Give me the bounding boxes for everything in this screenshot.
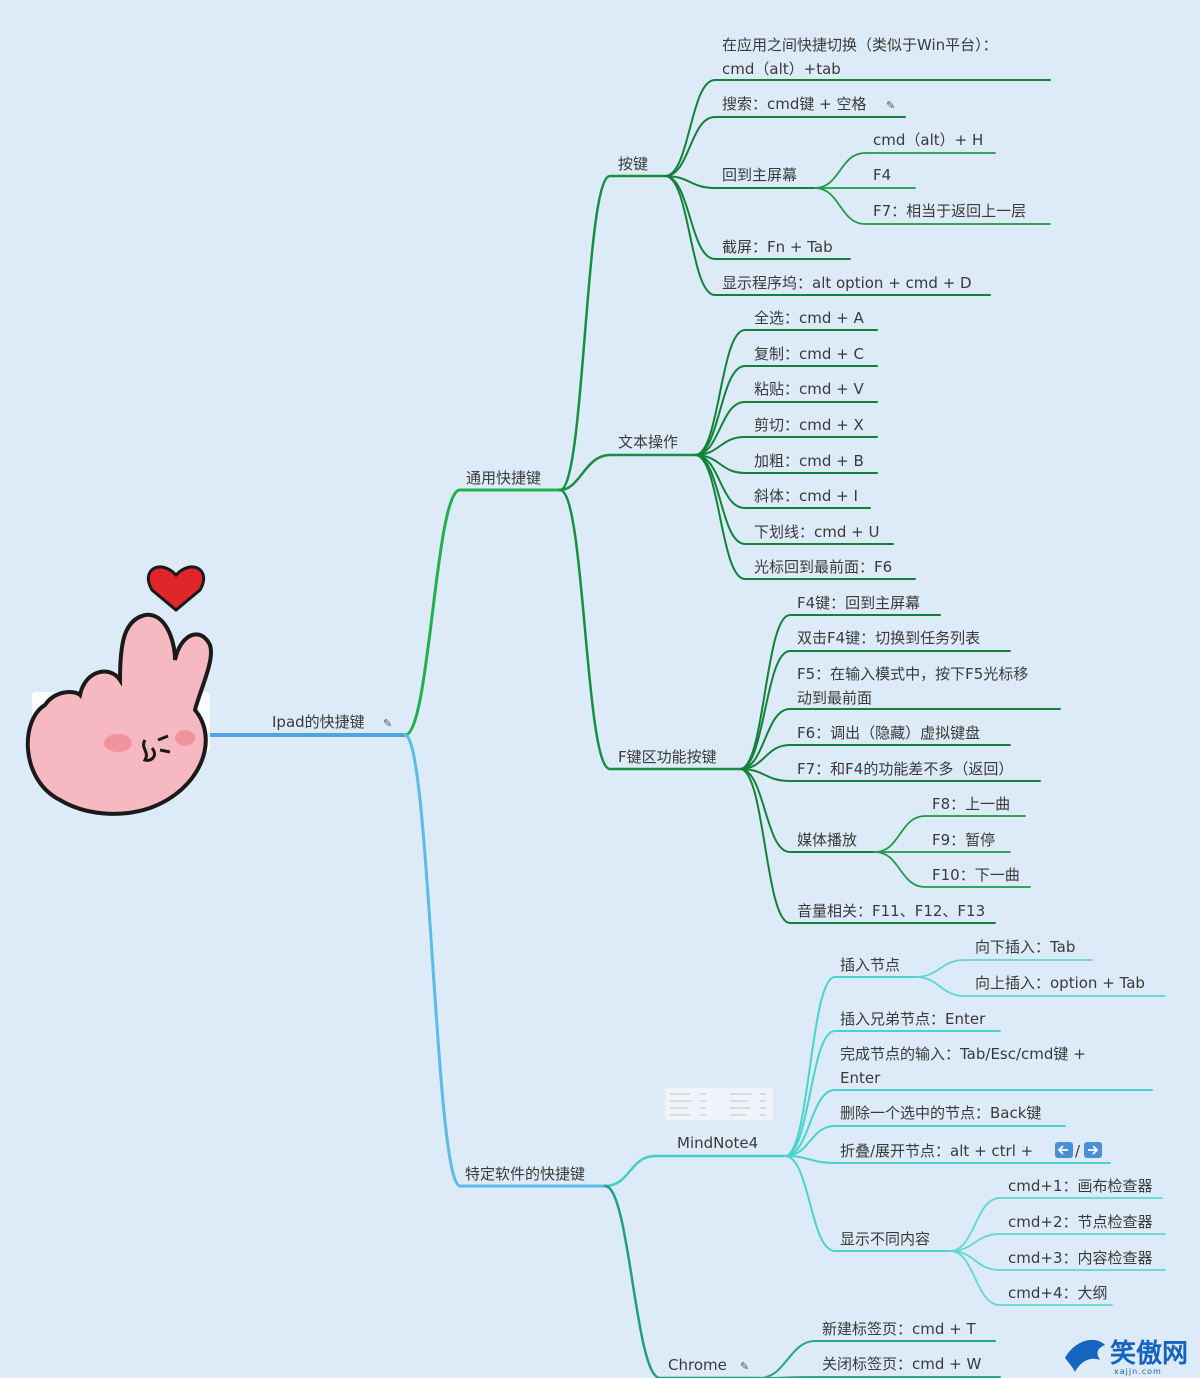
keys-label[interactable]: 按键 (618, 155, 648, 173)
text-op-item: 光标回到最前面：F6 (754, 558, 892, 576)
home-item: F4 (873, 166, 891, 184)
chrome-item: 关闭标签页：cmd + W (822, 1355, 981, 1373)
shark-logo-icon (1065, 1340, 1105, 1372)
fkey-item: F4键：回到主屏幕 (797, 594, 920, 612)
fkey-item: 双击F4键：切换到任务列表 (797, 629, 980, 647)
fold-item: 折叠/展开节点：alt + ctrl + (840, 1142, 1033, 1160)
root-label[interactable]: Ipad的快捷键 (272, 713, 365, 731)
display-item: cmd+2：节点检查器 (1008, 1213, 1153, 1231)
home-item: cmd（alt）+ H (873, 131, 983, 149)
chrome-item: 新建标签页：cmd + T (822, 1320, 976, 1338)
display-item: cmd+1：画布检查器 (1008, 1177, 1153, 1195)
note-icon: ✎ (886, 99, 895, 112)
text-op-item: 剪切：cmd + X (754, 416, 864, 434)
specific-label[interactable]: 特定软件的快捷键 (465, 1165, 585, 1183)
text-ops-label[interactable]: 文本操作 (618, 433, 678, 451)
volume-item: 音量相关：F11、F12、F13 (797, 902, 985, 920)
fkey-item: 动到最前面 (797, 689, 872, 707)
home-item: F7：相当于返回上一层 (873, 202, 1026, 220)
fold-separator: / (1075, 1142, 1081, 1160)
finish-line1: 完成节点的输入：Tab/Esc/cmd键 + (840, 1045, 1086, 1063)
fkey-item: F5：在输入模式中，按下F5光标移 (797, 665, 1028, 683)
switch-apps-line1: 在应用之间快捷切换（类似于Win平台）： (722, 36, 998, 54)
delete-item: 删除一个选中的节点：Back键 (840, 1104, 1041, 1122)
insert-item: 向下插入：Tab (975, 938, 1075, 956)
display-item: cmd+3：内容检查器 (1008, 1249, 1153, 1267)
note-icon: ✎ (383, 717, 392, 730)
text-op-item: 加粗：cmd + B (754, 452, 864, 470)
text-op-item: 粘贴：cmd + V (754, 380, 864, 398)
text-op-item: 复制：cmd + C (754, 345, 864, 363)
mindnote-thumbnail-icon (665, 1088, 773, 1120)
insert-node-label[interactable]: 插入节点 (840, 956, 900, 974)
hand-heart-illustration (28, 567, 211, 814)
right-arrow-key-icon (1084, 1142, 1102, 1158)
media-item: F8：上一曲 (932, 795, 1010, 813)
text-op-item: 斜体：cmd + I (754, 487, 858, 505)
watermark-sub: xajjn.com (1114, 1367, 1162, 1376)
hand-icon (28, 615, 211, 814)
fkeys-label[interactable]: F键区功能按键 (618, 748, 717, 766)
text-op-item: 全选：cmd + A (754, 309, 864, 327)
general-label[interactable]: 通用快捷键 (466, 469, 541, 487)
screenshot-shortcut: 截屏：Fn + Tab (722, 238, 833, 256)
media-item: F9：暂停 (932, 831, 995, 849)
finish-line2: Enter (840, 1069, 881, 1087)
note-icon: ✎ (740, 1360, 749, 1373)
watermark-main: 笑傲网 (1110, 1338, 1188, 1369)
fkey-item: F6：调出（隐藏）虚拟键盘 (797, 724, 980, 742)
insert-item: 向上插入：option + Tab (975, 974, 1145, 992)
text-op-item: 下划线：cmd + U (754, 523, 879, 541)
heart-icon (148, 567, 203, 610)
home-label[interactable]: 回到主屏幕 (722, 166, 797, 184)
fkey-item: F7：和F4的功能差不多（返回） (797, 760, 1013, 778)
dock-shortcut: 显示程序坞：alt option + cmd + D (722, 274, 972, 292)
mindnote-label[interactable]: MindNote4 (677, 1134, 758, 1152)
search-shortcut: 搜索：cmd键 + 空格 (722, 95, 867, 113)
media-label[interactable]: 媒体播放 (797, 831, 857, 849)
left-arrow-key-icon (1055, 1142, 1073, 1158)
media-item: F10：下一曲 (932, 866, 1020, 884)
switch-apps-line2: cmd（alt）+tab (722, 60, 841, 78)
chrome-label[interactable]: Chrome (668, 1356, 727, 1374)
display-label[interactable]: 显示不同内容 (840, 1230, 930, 1248)
watermark: 笑傲网 xajjn.com (1065, 1338, 1188, 1376)
display-item: cmd+4：大纲 (1008, 1284, 1108, 1302)
sibling-item: 插入兄弟节点：Enter (840, 1010, 986, 1028)
